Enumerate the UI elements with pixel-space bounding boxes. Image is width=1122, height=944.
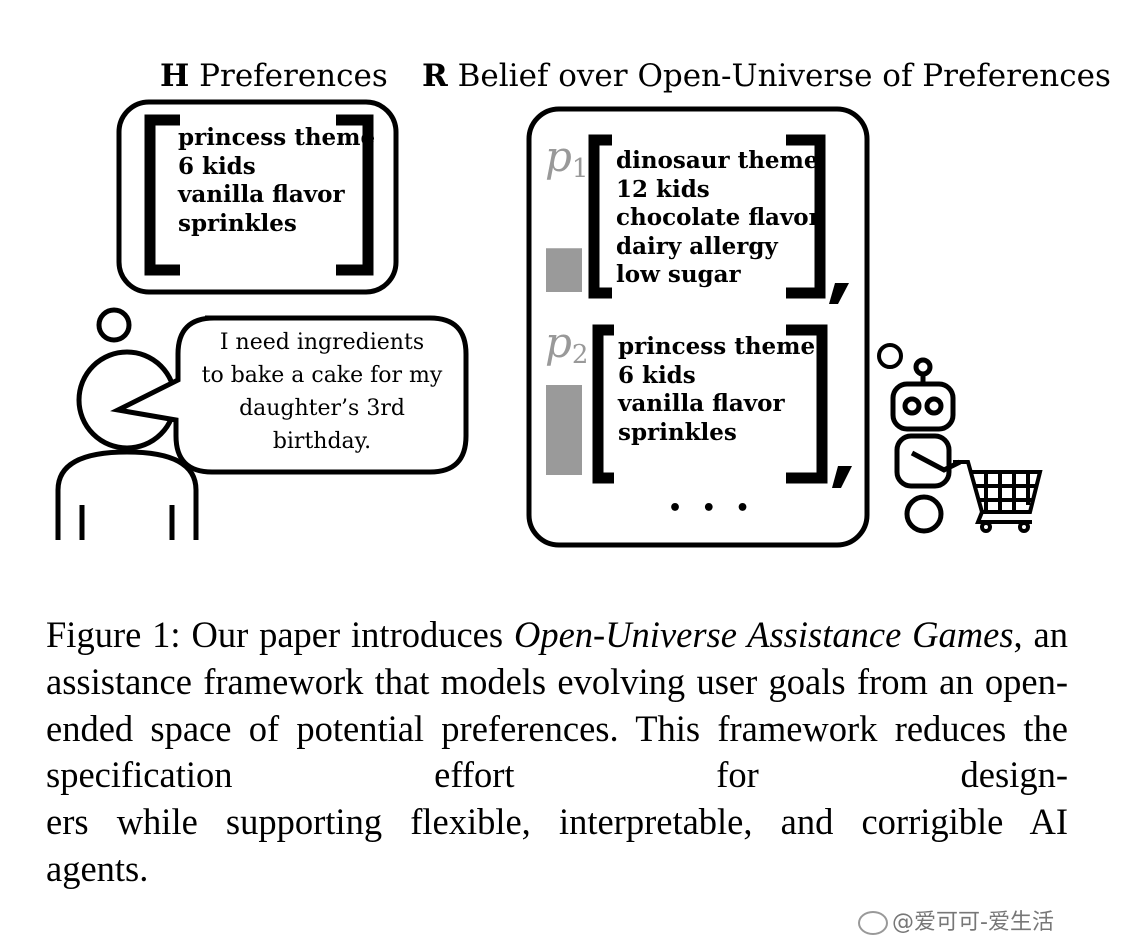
p1-right-bracket bbox=[786, 134, 826, 299]
preference-item: princess theme bbox=[178, 124, 376, 151]
probability-bar-p2 bbox=[546, 385, 582, 475]
watermark-text: @爱可可-爱生活 bbox=[892, 910, 1054, 935]
shopping-cart-icon bbox=[953, 460, 1043, 533]
hypothesis-label-sub: 1 bbox=[571, 154, 589, 184]
hypothesis-item: vanilla flavor bbox=[618, 390, 785, 417]
robot-title: R Belief over Open-Universe of Preferenc… bbox=[422, 58, 1111, 94]
right-bracket bbox=[336, 114, 374, 276]
hypothesis-p1-list: dinosaur theme 12 kids chocolate flavor … bbox=[616, 147, 821, 290]
hypothesis-item: chocolate flavor bbox=[616, 204, 821, 231]
thought-bubble-icon bbox=[877, 343, 903, 369]
hypothesis-item: dairy allergy bbox=[616, 232, 778, 260]
caption-prefix: Figure 1: Our paper introduces bbox=[46, 614, 514, 655]
robot-title-bold: R bbox=[422, 58, 448, 94]
weibo-logo-icon bbox=[858, 911, 888, 935]
hypothesis-item: low sugar bbox=[616, 261, 741, 288]
speech-bubble bbox=[110, 315, 469, 475]
watermark: @爱可可-爱生活 bbox=[858, 904, 1054, 936]
caption-line: agents. bbox=[46, 847, 149, 889]
caption-body: , an assistance framework that models ev… bbox=[46, 614, 1069, 796]
figure-caption: Figure 1: Our paper introduces Open-Univ… bbox=[46, 612, 1068, 893]
probability-bar-p1 bbox=[546, 248, 582, 292]
hypothesis-item: 6 kids bbox=[618, 361, 696, 389]
human-title-bold: H bbox=[160, 58, 190, 94]
robot-title-text: Belief over Open-Universe of Preferences bbox=[457, 58, 1111, 94]
caption-justified-block: Figure 1: Our paper introduces Open-Univ… bbox=[46, 612, 1068, 799]
preference-item: vanilla flavor bbox=[178, 181, 345, 208]
hypothesis-p2-list: princess theme 6 kids vanilla flavor spr… bbox=[618, 333, 815, 447]
hypothesis-item: dinosaur theme bbox=[616, 147, 819, 174]
ellipsis: • • • bbox=[668, 496, 756, 521]
human-title: H Preferences bbox=[160, 58, 388, 94]
human-preferences-box bbox=[116, 99, 399, 295]
p2-right-bracket bbox=[786, 324, 828, 484]
human-title-text: Preferences bbox=[199, 58, 388, 94]
comma-1 bbox=[829, 283, 849, 304]
comma-2 bbox=[832, 466, 852, 488]
robot-icon bbox=[890, 357, 962, 534]
speech-line: to bake a cake for my bbox=[201, 363, 443, 388]
left-bracket bbox=[144, 114, 180, 276]
hypothesis-label-p2: p2 bbox=[545, 318, 588, 370]
hypothesis-label-base: p bbox=[545, 318, 572, 367]
hypothesis-item: sprinkles bbox=[618, 418, 737, 446]
hypothesis-label-base: p bbox=[545, 132, 572, 181]
preference-item: 6 kids bbox=[178, 152, 256, 180]
p1-left-bracket bbox=[588, 134, 612, 299]
caption-line: ers while supporting flexible, interpret… bbox=[46, 801, 1068, 843]
speech-line: daughter’s 3rd bbox=[239, 396, 405, 421]
preference-item: sprinkles bbox=[178, 209, 297, 237]
speech-text: I need ingredients to bake a cake for my… bbox=[186, 326, 458, 458]
caption-emphasis: Open-Universe Assistance Games bbox=[513, 614, 1014, 655]
figure-graphics bbox=[55, 99, 1043, 548]
hypothesis-label-p1: p1 bbox=[545, 132, 588, 184]
hypothesis-item: 12 kids bbox=[616, 175, 710, 203]
hypothesis-label-sub: 2 bbox=[571, 340, 589, 370]
hypothesis-item: princess theme bbox=[618, 333, 816, 360]
p2-left-bracket bbox=[592, 324, 614, 484]
belief-box bbox=[526, 106, 870, 548]
speech-line: birthday. bbox=[272, 429, 372, 454]
speech-line: I need ingredients bbox=[219, 330, 425, 355]
human-preferences-list: princess theme 6 kids vanilla flavor spr… bbox=[178, 124, 375, 238]
